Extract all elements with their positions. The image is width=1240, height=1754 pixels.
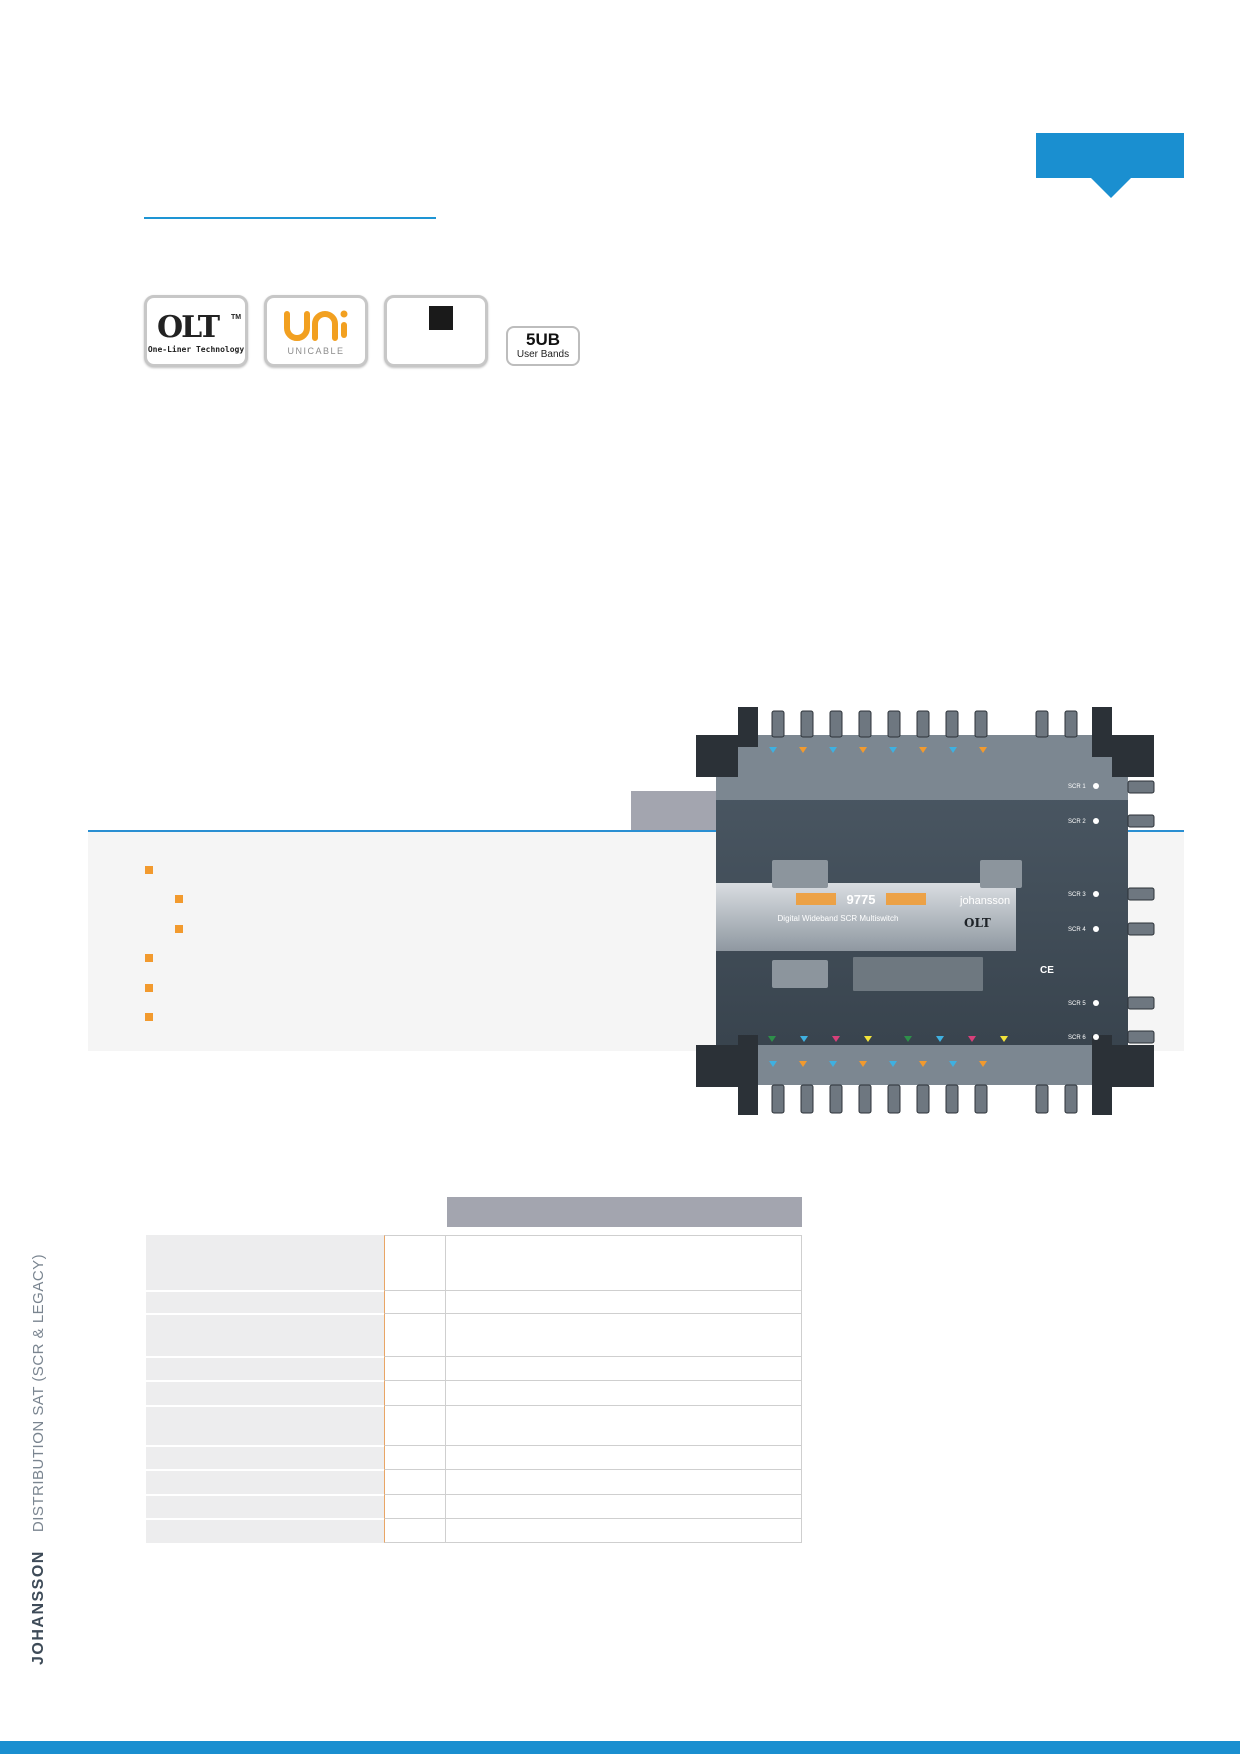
table-row — [146, 1235, 802, 1290]
category-tag — [1036, 133, 1184, 178]
ce-mark: CE — [1040, 965, 1054, 976]
user-bands-label: User Bands — [516, 349, 570, 360]
output-label: SCR 5 — [1068, 1001, 1086, 1007]
sidebar-label: JOHANSSON DISTRIBUTION SAT (SCR & LEGACY) — [30, 1065, 54, 1665]
user-bands-count: 5UB — [525, 330, 560, 349]
product-brand-label: johansson — [959, 895, 1010, 907]
product-description-label: Digital Wideband SCR Multiswitch — [778, 914, 899, 923]
unicable-caption: UNICABLE — [287, 346, 345, 356]
feature-sub-bullet — [175, 925, 183, 933]
olt-caption: One-Liner Technology — [147, 345, 245, 354]
square-badge — [384, 295, 488, 367]
output-label: SCR 6 — [1068, 1035, 1086, 1041]
feature-badges: OLT TM One-Liner Technology UNICABLE 5UB… — [144, 295, 584, 369]
table-row — [146, 1380, 802, 1405]
feature-bullet — [145, 1013, 153, 1021]
footer-bar — [0, 1741, 1240, 1754]
unicable-logo-icon — [284, 310, 348, 341]
unicable-badge: UNICABLE — [264, 295, 368, 367]
olt-logo-text: OLT — [157, 310, 220, 345]
feature-bullet — [145, 866, 153, 874]
user-bands-badge: 5UB User Bands — [506, 326, 580, 366]
olt-badge: OLT TM One-Liner Technology — [144, 295, 248, 367]
features-tab — [631, 791, 721, 831]
table-row — [146, 1313, 802, 1356]
multiswitch-product-image: 9775 johansson Digital Wideband SCR Mult… — [696, 707, 1155, 1115]
table-row — [146, 1469, 802, 1494]
sidebar-category: DISTRIBUTION SAT (SCR & LEGACY) — [30, 1253, 47, 1533]
feature-sub-bullet — [175, 895, 183, 903]
output-label: SCR 2 — [1068, 819, 1086, 825]
output-label: SCR 3 — [1068, 892, 1086, 898]
table-row — [146, 1518, 802, 1543]
table-row — [146, 1356, 802, 1380]
square-icon — [429, 306, 453, 330]
output-label: SCR 4 — [1068, 927, 1086, 933]
feature-bullet — [145, 984, 153, 992]
olt-trademark: TM — [231, 314, 242, 321]
output-label: SCR 1 — [1068, 784, 1086, 790]
spec-table-header — [447, 1197, 802, 1227]
product-olt-logo: OLT — [964, 916, 991, 930]
table-row — [146, 1405, 802, 1445]
features-divider — [88, 830, 1184, 832]
title-underline — [144, 217, 436, 219]
product-model-label: 9775 — [847, 892, 876, 907]
table-row — [146, 1494, 802, 1518]
table-row — [146, 1445, 802, 1469]
table-row — [146, 1290, 802, 1313]
feature-bullet — [145, 954, 153, 962]
sidebar-brand: JOHANSSON — [30, 1550, 47, 1665]
category-tag-pointer — [1090, 177, 1132, 198]
